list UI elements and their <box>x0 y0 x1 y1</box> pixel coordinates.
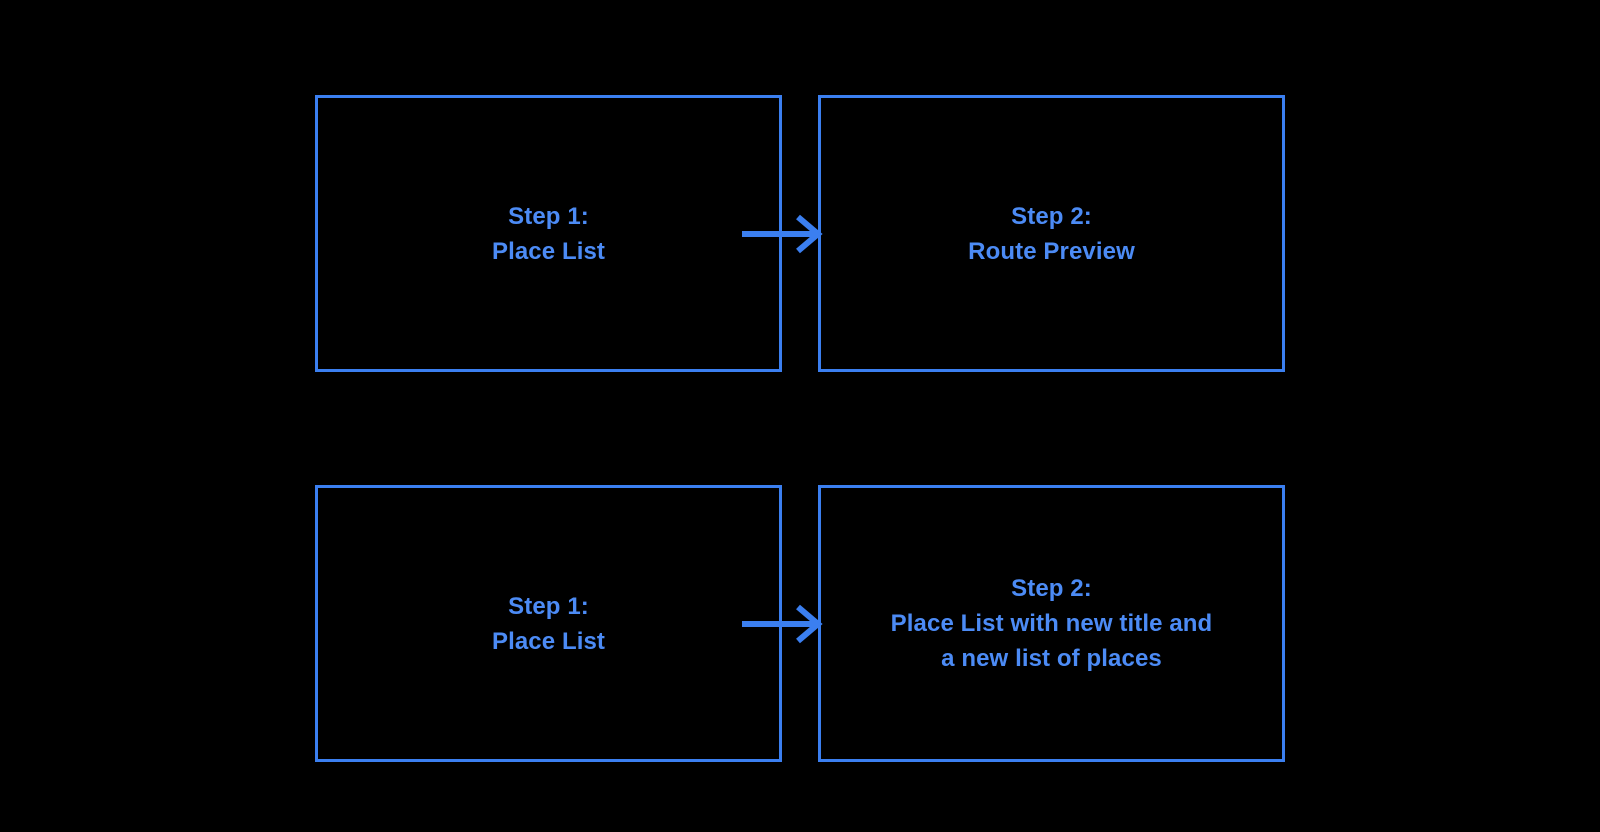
step-box-row1-step2[interactable]: Step 2: Route Preview <box>818 95 1285 372</box>
step-box-row2-step1[interactable]: Step 1: Place List <box>315 485 782 762</box>
step-box-label: Step 2: Place List with new title and a … <box>890 575 1213 672</box>
flow-row-new-place-list: Step 1: Place List Step 2: Place List wi… <box>0 485 1600 762</box>
step-box-label: Step 1: Place List <box>491 592 606 655</box>
step-box-row2-step2[interactable]: Step 2: Place List with new title and a … <box>818 485 1285 762</box>
step-box-row1-step1[interactable]: Step 1: Place List <box>315 95 782 372</box>
step-box-label: Step 1: Place List <box>491 202 606 265</box>
step-box-label: Step 2: Route Preview <box>968 202 1135 265</box>
flow-row-route-preview: Step 1: Place List Step 2: Route Preview <box>0 95 1600 372</box>
